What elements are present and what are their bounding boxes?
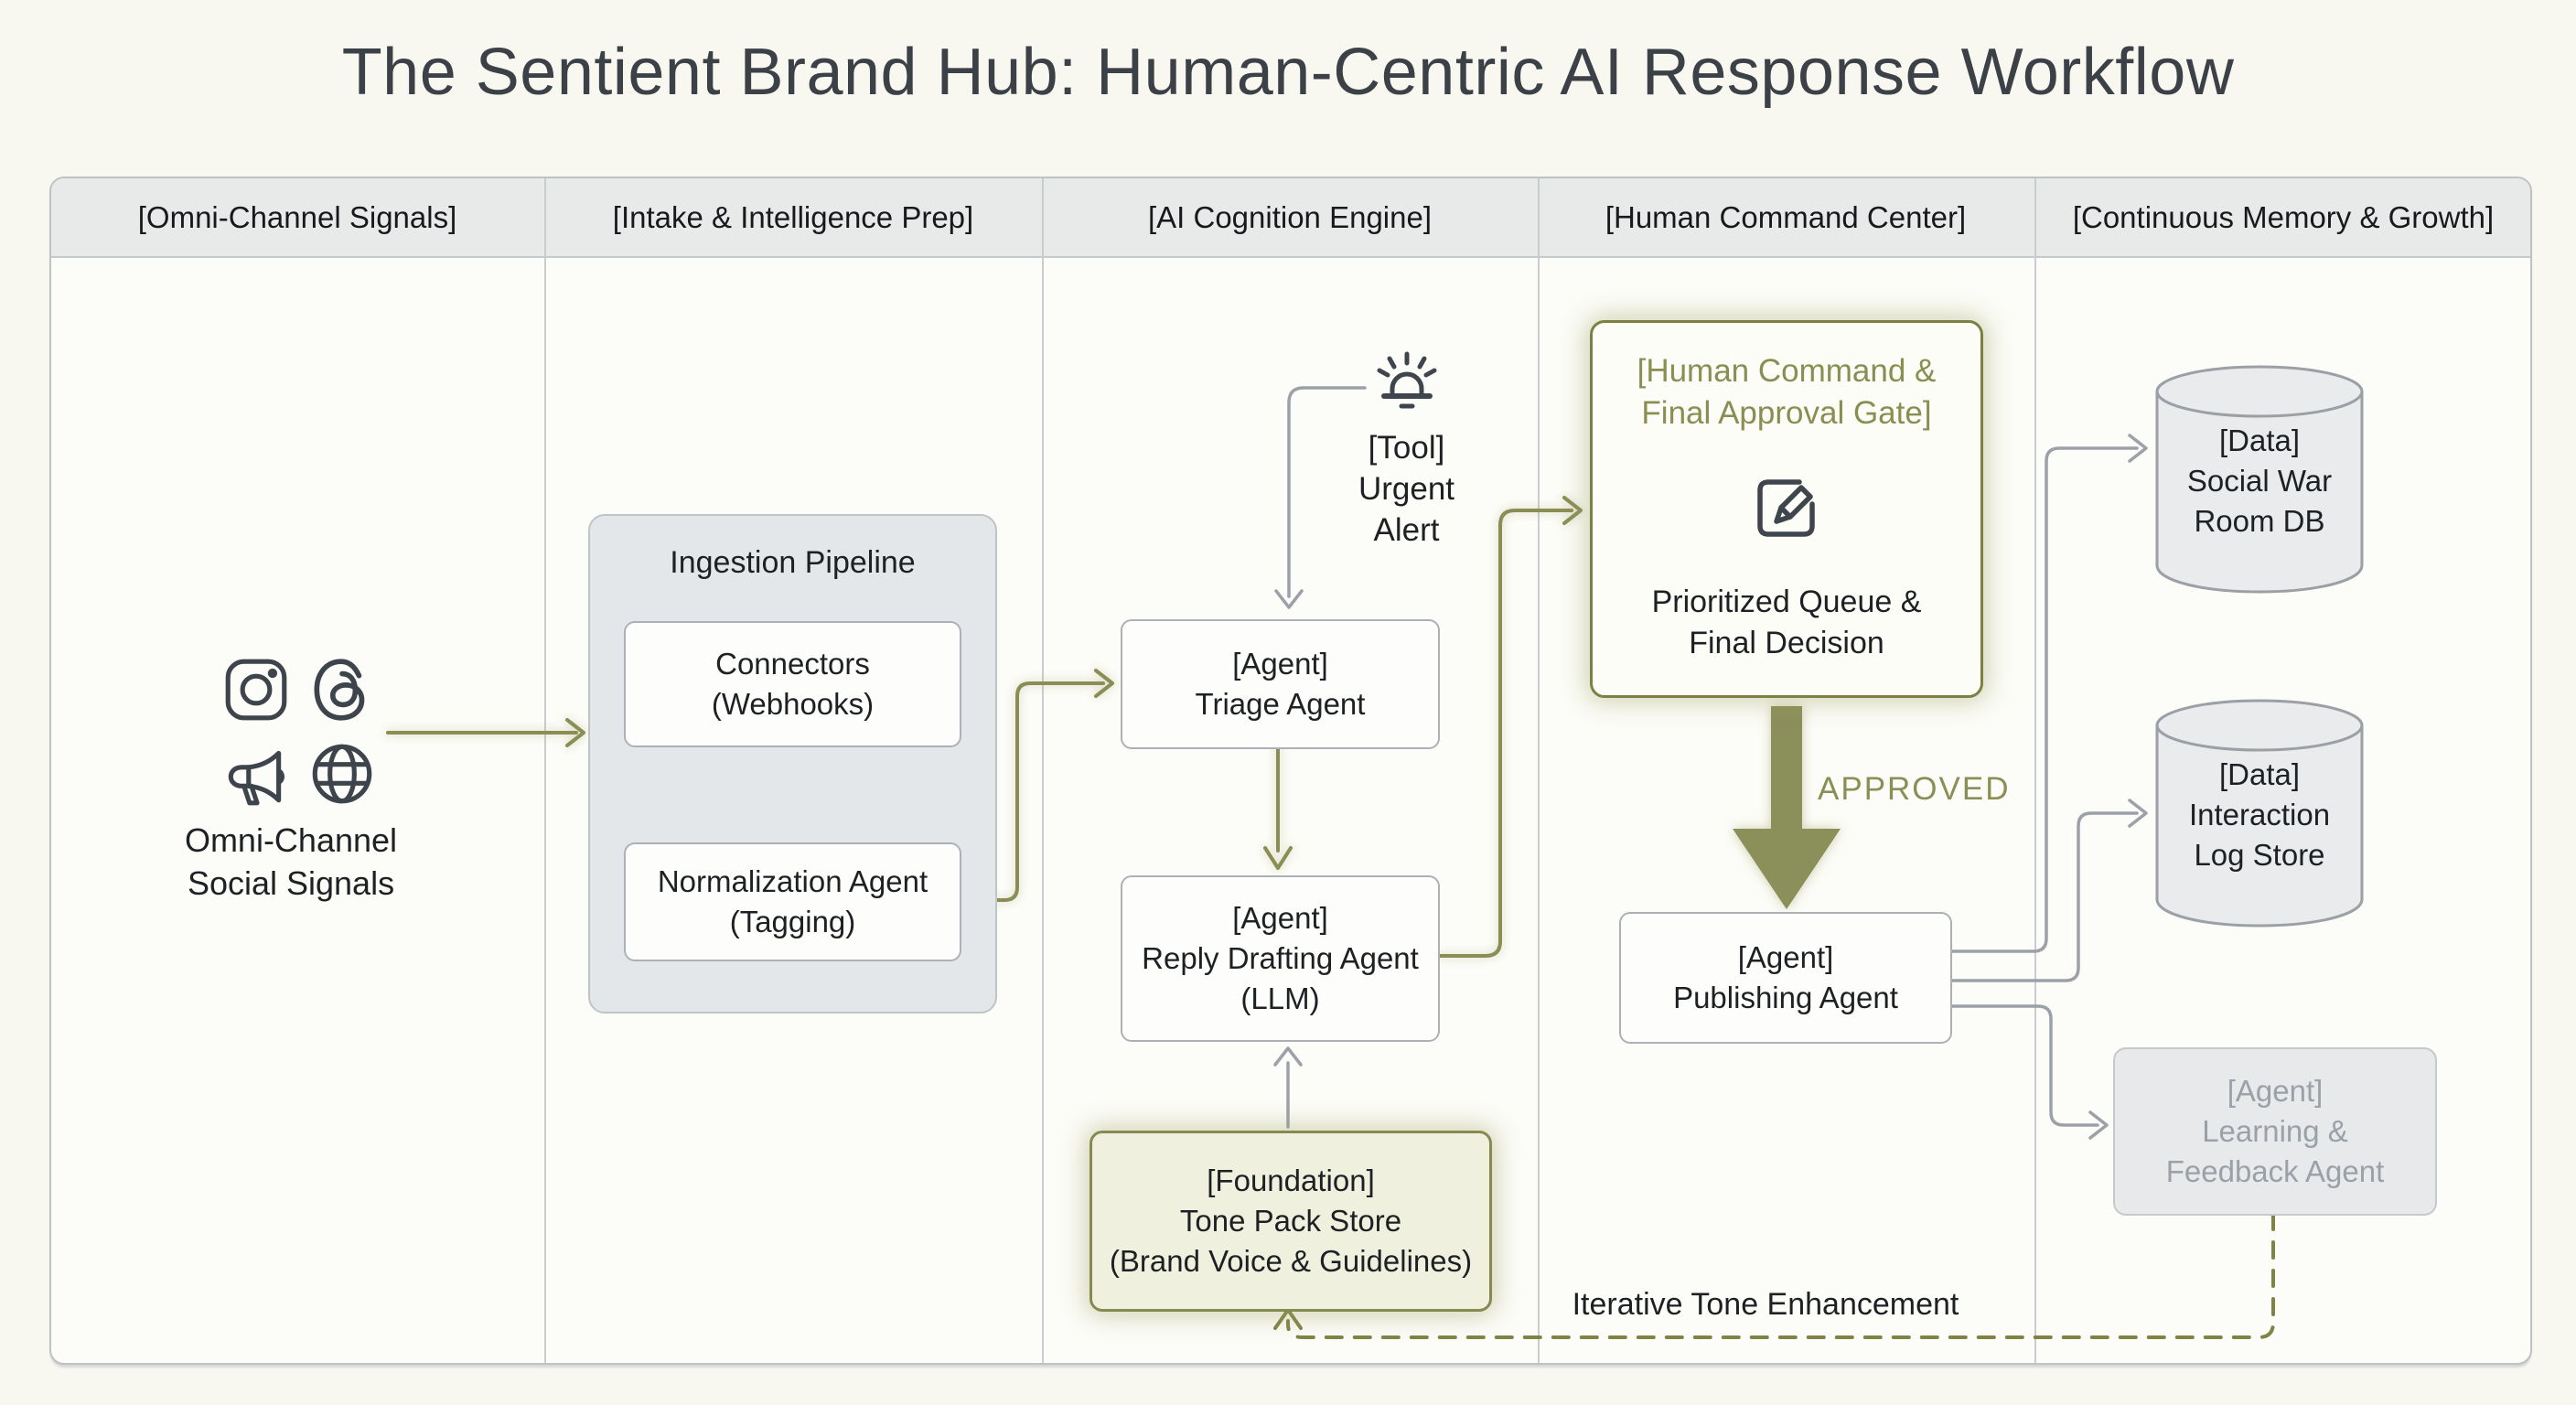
database-cylinder-icon [2154,365,2365,598]
reply-drafting-agent-node: [Agent] Reply Drafting Agent (LLM) [1121,875,1440,1042]
omni-channel-sources [210,649,393,814]
publishing-agent-node: [Agent] Publishing Agent [1619,912,1952,1044]
lane-header-band [51,178,2530,258]
tone-pack-line: [Foundation] [1207,1164,1375,1197]
triage-agent-node: [Agent] Triage Agent [1121,619,1440,749]
globe-icon [306,737,379,810]
reply-drafting-line: Reply Drafting Agent [1142,941,1419,975]
edge-tone-pack-to-reply [1273,1046,1303,1129]
lane-header-ai-cognition-engine: [AI Cognition Engine] [1147,200,1433,234]
gate-subtitle-line: Final Decision [1689,626,1884,660]
lane-divider [1042,178,1044,1363]
siren-icon [1368,346,1445,427]
urgent-alert-node: [Tool] Urgent Alert [1299,346,1514,551]
lane-divider [1538,178,1540,1363]
omni-signals-line: Social Signals [187,864,395,902]
tone-pack-line: Tone Pack Store [1179,1204,1402,1238]
reply-drafting-line: [Agent] [1232,901,1328,935]
learning-line: Learning & [2202,1114,2348,1148]
reply-drafting-line: (LLM) [1240,981,1320,1015]
gate-subtitle-line: Prioritized Queue & [1651,585,1922,619]
db-line: Interaction [2188,798,2331,831]
gate-subtitle: Prioritized Queue & Final Decision [1652,582,1922,664]
omni-signals-label: Omni-Channel Social Signals [108,819,474,905]
edge-publishing-to-learning [1948,1004,2109,1140]
edge-publishing-to-interaction-log [1948,799,2148,982]
urgent-alert-line: [Tool] [1368,430,1445,466]
connectors-webhooks-node: Connectors (Webhooks) [624,621,961,747]
learning-line: Feedback Agent [2165,1154,2385,1188]
interaction-log-store-node: [Data] Interaction Log Store [2154,698,2365,928]
learning-line: [Agent] [2227,1074,2324,1108]
lane-header-intake-intelligence-prep: [Intake & Intelligence Prep] [612,200,974,234]
interaction-log-store-label: [Data] Interaction Log Store [2154,755,2365,875]
normalization-line: Normalization Agent [657,864,928,898]
db-line: Log Store [2194,838,2325,872]
megaphone-icon [220,737,293,810]
edge-normalization-to-triage [958,669,1114,902]
database-cylinder-icon [2154,699,2365,932]
urgent-alert-line: Urgent [1358,471,1455,507]
edge-publishing-to-social-db [1948,434,2148,953]
edge-triage-to-reply [1263,745,1293,870]
tone-pack-store-node: [Foundation] Tone Pack Store (Brand Voic… [1089,1131,1492,1312]
db-line: Social War [2186,464,2333,498]
gate-title-line: Final Approval Gate] [1641,395,1932,431]
edge-signals-to-ingestion [386,718,585,747]
threads-icon [306,653,379,726]
db-line: [Data] [2218,757,2301,791]
normalization-agent-node: Normalization Agent (Tagging) [624,842,961,961]
lane-header-omni-channel-signals: [Omni-Channel Signals] [137,200,457,234]
instagram-icon [220,653,293,726]
iterative-tone-label: Iterative Tone Enhancement [1572,1287,1959,1322]
gate-title-line: [Human Command & [1637,353,1937,389]
triage-line: [Agent] [1232,647,1328,681]
lane-divider [544,178,546,1363]
edge-learning-to-tone-pack-dashed [1286,1212,2275,1339]
tone-pack-line: (Brand Voice & Guidelines) [1109,1244,1473,1278]
edge-urgent-alert-to-triage [1274,386,1367,609]
connectors-line: (Webhooks) [711,687,875,721]
gate-title: [Human Command & Final Approval Gate] [1637,350,1937,434]
lane-divider [2034,178,2036,1363]
lane-header-continuous-memory-growth: [Continuous Memory & Growth] [2072,200,2495,234]
publishing-line: [Agent] [1737,940,1834,974]
learning-feedback-agent-node: [Agent] Learning & Feedback Agent [2113,1047,2437,1216]
connectors-line: Connectors [715,647,870,681]
urgent-alert-line: Alert [1373,512,1440,548]
lane-header-human-command-center: [Human Command Center] [1605,200,1967,234]
human-approval-gate-node: [Human Command & Final Approval Gate] Pr… [1590,320,1983,698]
page-title: The Sentient Brand Hub: Human-Centric AI… [341,36,2235,109]
social-war-room-db-label: [Data] Social War Room DB [2154,421,2365,542]
ingestion-pipeline-title: Ingestion Pipeline [670,545,916,580]
db-line: [Data] [2218,424,2301,457]
approved-label: APPROVED [1818,771,2011,807]
approved-arrow [1733,706,1841,909]
db-line: Room DB [2194,504,2325,538]
social-war-room-db-node: [Data] Social War Room DB [2154,364,2365,595]
triage-line: Triage Agent [1195,687,1366,721]
edge-reply-to-human-gate [1436,496,1583,958]
edit-icon [1744,464,1829,552]
omni-signals-line: Omni-Channel [184,821,398,859]
normalization-line: (Tagging) [729,905,856,938]
publishing-line: Publishing Agent [1673,981,1898,1014]
